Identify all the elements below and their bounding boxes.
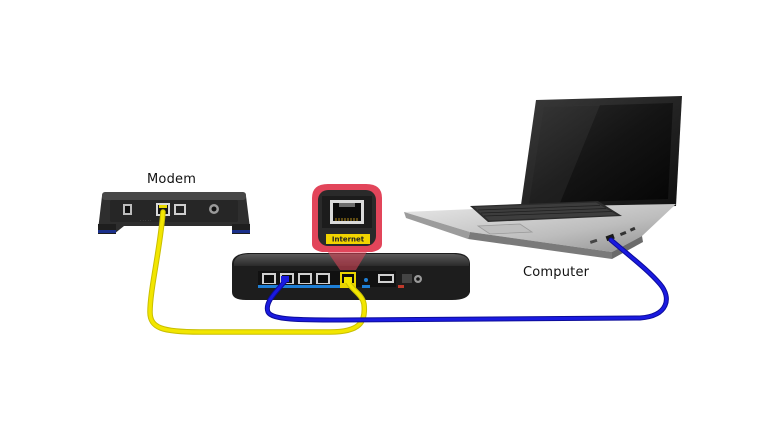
modem-device: · · · · ·	[98, 192, 250, 234]
svg-text:· · · · ·: · · · · ·	[140, 218, 151, 223]
laptop-ethernet-port-icon	[605, 233, 615, 242]
computer-cable	[264, 237, 669, 323]
modem-usb-port-icon	[174, 204, 186, 215]
laptop-computer	[404, 96, 682, 259]
computer-label: Computer	[523, 265, 590, 280]
internet-port-label: Internet	[332, 236, 365, 244]
router-power-jack-icon	[402, 274, 422, 283]
magnified-ethernet-port-icon	[330, 200, 364, 224]
internet-port-tag	[326, 234, 370, 244]
router-usb-port-icon	[378, 274, 394, 283]
modem-phone-port-icon	[123, 204, 132, 215]
internet-port-callout: Internet	[312, 184, 382, 270]
modem-label: Modem	[147, 172, 197, 187]
router-lan-strip	[258, 285, 342, 288]
modem-cable	[147, 209, 368, 335]
router-device	[232, 253, 470, 300]
modem-power-jack-icon	[209, 204, 219, 214]
modem-cable-connector	[344, 277, 352, 283]
